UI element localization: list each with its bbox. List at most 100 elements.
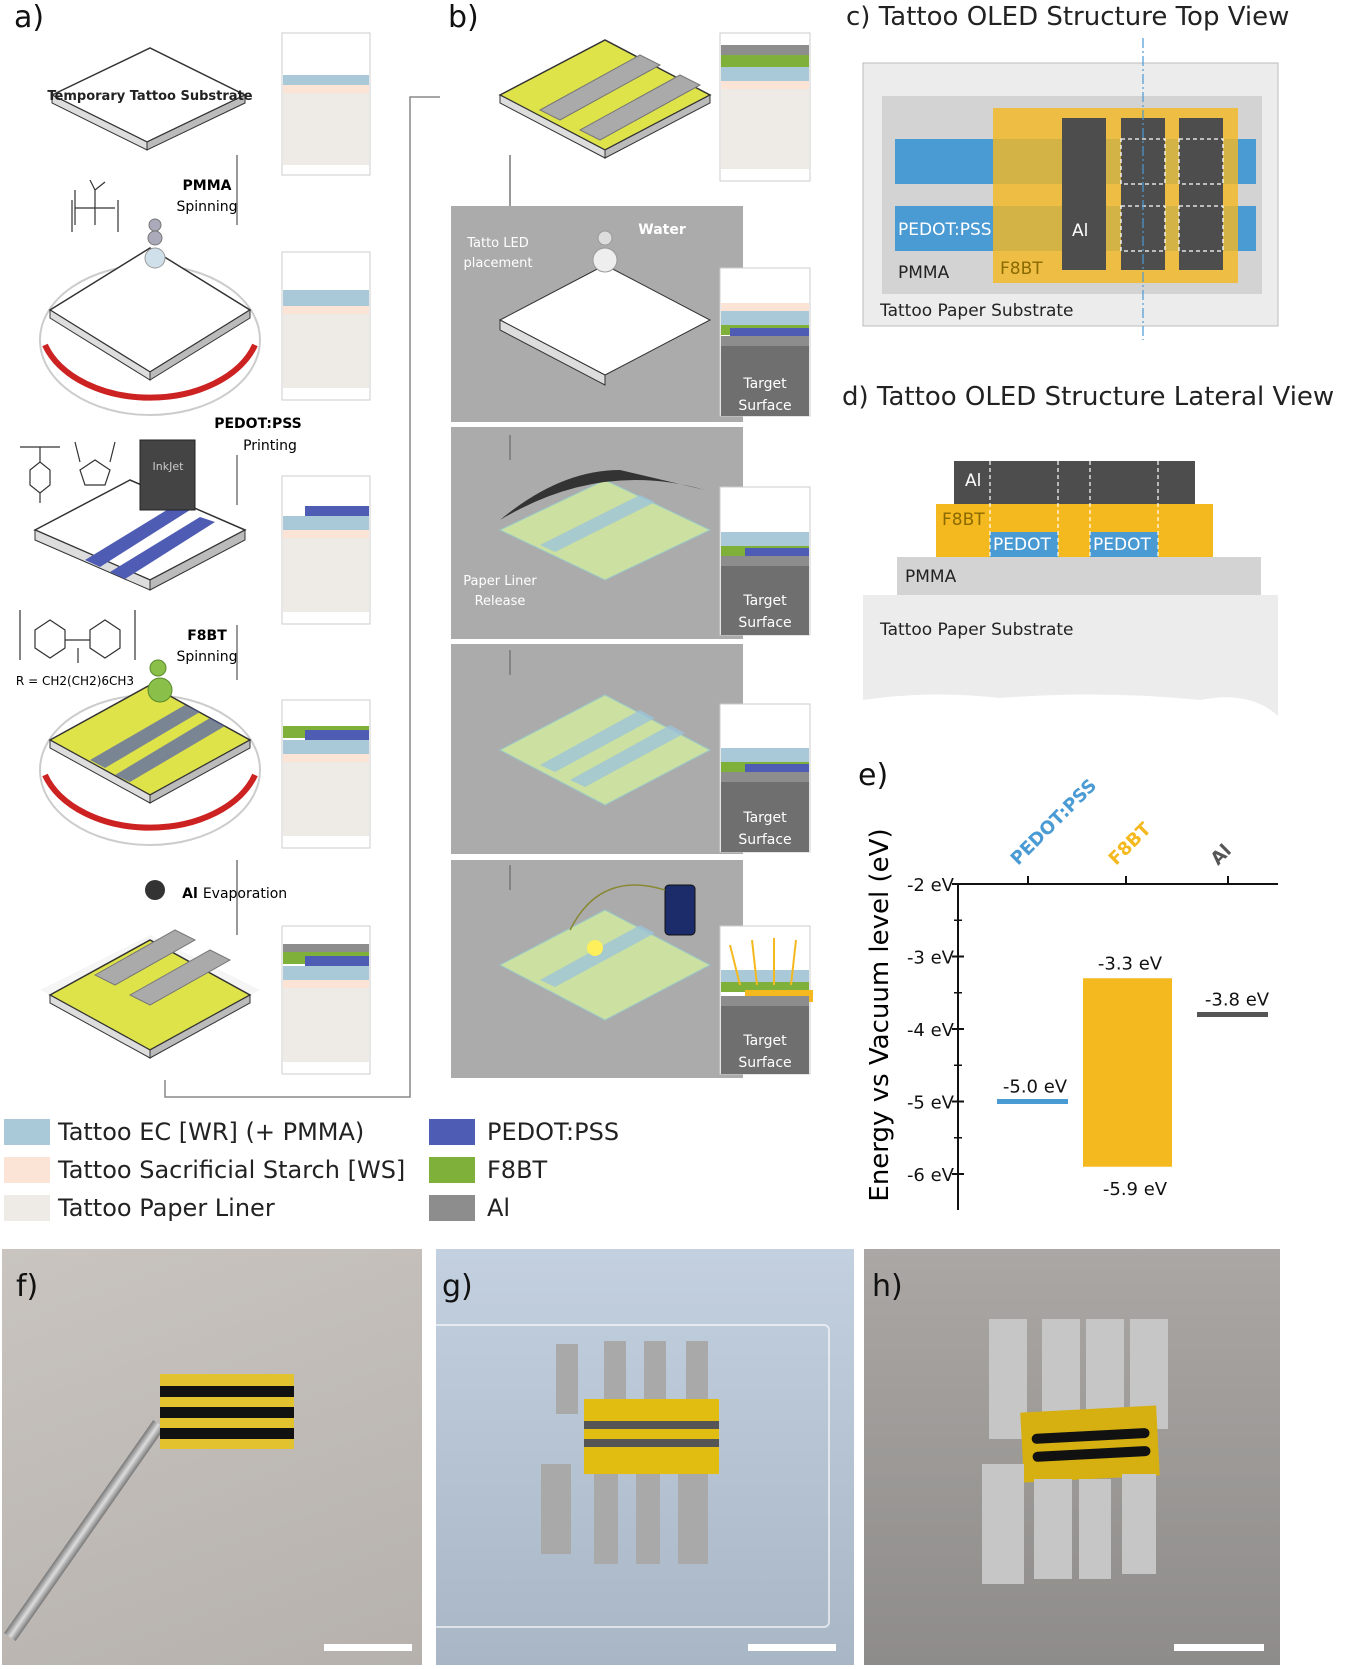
legend-swatch-f8bt xyxy=(429,1157,475,1183)
scale-bar-h xyxy=(1174,1644,1264,1651)
tattoo-oled-sample-h xyxy=(1020,1405,1160,1483)
photo-h: h) xyxy=(864,1249,1280,1665)
panel-label-e: e) xyxy=(858,758,889,793)
lat-pmma-label: PMMA xyxy=(905,567,957,587)
f8bt-step-label: Spinning xyxy=(176,649,237,665)
legend-item-pedot: PEDOT:PSS xyxy=(429,1118,619,1146)
legend: Tattoo EC [WR] (+ PMMA) Tattoo Sacrifici… xyxy=(0,1110,840,1230)
target-surface-2b: Surface xyxy=(738,615,791,631)
panel-c-title: c) Tattoo OLED Structure Top View xyxy=(846,2,1290,32)
legend-swatch-liner xyxy=(4,1195,50,1221)
top-pmma-label: PMMA xyxy=(898,263,950,283)
water-label: Water xyxy=(638,222,686,238)
pedot-label: PEDOT:PSS xyxy=(214,416,302,432)
pedot-level-label: -5.0 eV xyxy=(1003,1077,1068,1098)
legend-item-al: Al xyxy=(429,1194,510,1222)
pedot-step-label: Printing xyxy=(243,438,297,454)
target-stack-2 xyxy=(719,486,811,636)
y-tick-label: -5 eV xyxy=(907,1093,955,1114)
legend-item-tattoo-ec: Tattoo EC [WR] (+ PMMA) xyxy=(4,1118,364,1146)
layer-stack-4 xyxy=(281,699,371,849)
legend-item-f8bt: F8BT xyxy=(429,1156,547,1184)
f8bt-label: F8BT xyxy=(187,628,227,644)
top-substrate-label: Tattoo Paper Substrate xyxy=(879,301,1073,321)
legend-label-al: Al xyxy=(487,1194,511,1222)
lat-f8bt-label: F8BT xyxy=(942,510,985,530)
chart-ylabel: Energy vs Vacuum level (eV) xyxy=(865,828,895,1201)
release-label-1: Paper Liner xyxy=(463,574,537,589)
al-label: Al xyxy=(182,886,198,902)
legend-item-liner: Tattoo Paper Liner xyxy=(4,1194,275,1222)
target-stack-3 xyxy=(719,703,811,853)
target-surface-2: Target xyxy=(742,593,787,609)
x-category-label: Al xyxy=(1207,840,1236,869)
legend-item-starch: Tattoo Sacrificial Starch [WS] xyxy=(4,1156,405,1184)
target-surface-3: Target xyxy=(742,810,787,826)
panel-d: d) Tattoo OLED Structure Lateral View Al… xyxy=(838,370,1367,720)
top-view-diagram: PEDOT:PSS Al PMMA F8BT Tattoo Paper Subs… xyxy=(862,38,1279,340)
lat-pedot-label-1: PEDOT xyxy=(993,535,1051,555)
legend-label-f8bt: F8BT xyxy=(487,1156,548,1184)
legend-swatch-al xyxy=(429,1195,475,1221)
panel-d-title: d) Tattoo OLED Structure Lateral View xyxy=(842,382,1335,412)
glass-slide xyxy=(436,1324,830,1628)
lat-pedot-label-2: PEDOT xyxy=(1093,535,1151,555)
pmma-label: PMMA xyxy=(183,178,232,194)
r-group-label: R = CH2(CH2)6CH3 xyxy=(16,674,134,688)
photo-g: g) xyxy=(436,1249,854,1665)
target-surface-1b: Surface xyxy=(738,398,791,414)
y-tick-label: -3 eV xyxy=(907,948,955,969)
legend-label-starch: Tattoo Sacrificial Starch [WS] xyxy=(58,1156,406,1184)
x-category-label: PEDOT:PSS xyxy=(1007,775,1101,869)
scale-bar-g xyxy=(748,1644,836,1651)
target-stack-4 xyxy=(719,925,813,1075)
panel-label-g: g) xyxy=(442,1269,473,1304)
legend-swatch-starch xyxy=(4,1157,50,1183)
target-surface-3b: Surface xyxy=(738,832,791,848)
f8bt-homo-label: -5.9 eV xyxy=(1103,1179,1168,1200)
y-tick-label: -6 eV xyxy=(907,1165,955,1186)
panel-label-f: f) xyxy=(16,1269,39,1304)
target-surface-1: Target xyxy=(742,376,787,392)
layer-stack-5 xyxy=(281,925,371,1075)
energy-level-chart: Energy vs Vacuum level (eV) -2 eV-3 eV-4… xyxy=(865,775,1278,1210)
lateral-view-diagram: Al F8BT PEDOT PEDOT PMMA Tattoo Paper Su… xyxy=(863,461,1278,716)
release-label-2: Release xyxy=(475,594,526,609)
tweezer xyxy=(4,1419,165,1641)
legend-swatch-pedot xyxy=(429,1119,475,1145)
legend-label-ec: Tattoo EC [WR] (+ PMMA) xyxy=(58,1118,365,1146)
panel-a-process: Temporary Tattoo Substrate PMMA Spinning… xyxy=(16,32,440,1098)
tattoo-oled-sample-g xyxy=(584,1399,719,1474)
al-step-label: Evaporation xyxy=(203,886,287,902)
x-category-label: F8BT xyxy=(1105,818,1156,869)
panel-label-b: b) xyxy=(448,0,479,35)
panel-label-a: a) xyxy=(14,0,45,35)
layer-stack-1 xyxy=(281,32,371,176)
lat-substrate-label: Tattoo Paper Substrate xyxy=(879,620,1073,640)
photo-f: f) xyxy=(2,1249,422,1665)
layer-stack-3 xyxy=(281,475,371,625)
panel-b-transfer: Water Tatto LED placement Paper Liner Re… xyxy=(451,32,813,1078)
top-pedot-label: PEDOT:PSS xyxy=(898,220,992,240)
legend-label-liner: Tattoo Paper Liner xyxy=(58,1194,275,1222)
panel-c: c) Tattoo OLED Structure Top View PEDOT:… xyxy=(838,0,1367,340)
legend-swatch-ec xyxy=(4,1119,50,1145)
inkjet-label: InkJet xyxy=(153,460,185,473)
target-surface-4: Target xyxy=(742,1033,787,1049)
legend-label-pedot: PEDOT:PSS xyxy=(487,1118,620,1146)
target-stack-1 xyxy=(719,267,811,417)
substrate-label: Temporary Tattoo Substrate xyxy=(47,89,252,104)
y-tick-label: -4 eV xyxy=(907,1020,955,1041)
pmma-step-label: Spinning xyxy=(176,199,237,215)
placement-label-1: Tatto LED xyxy=(466,236,529,251)
lat-al-label: Al xyxy=(965,471,981,491)
placement-label-2: placement xyxy=(464,256,533,271)
f8bt-lumo-label: -3.3 eV xyxy=(1098,953,1163,974)
panel-label-h: h) xyxy=(872,1269,903,1304)
tattoo-oled-sample-f xyxy=(160,1374,294,1449)
target-surface-4b: Surface xyxy=(738,1055,791,1071)
f8bt-bandgap-bar xyxy=(1083,978,1172,1167)
layer-stack-2 xyxy=(281,251,371,401)
scale-bar-f xyxy=(324,1644,412,1651)
top-al-label: Al xyxy=(1072,221,1088,241)
